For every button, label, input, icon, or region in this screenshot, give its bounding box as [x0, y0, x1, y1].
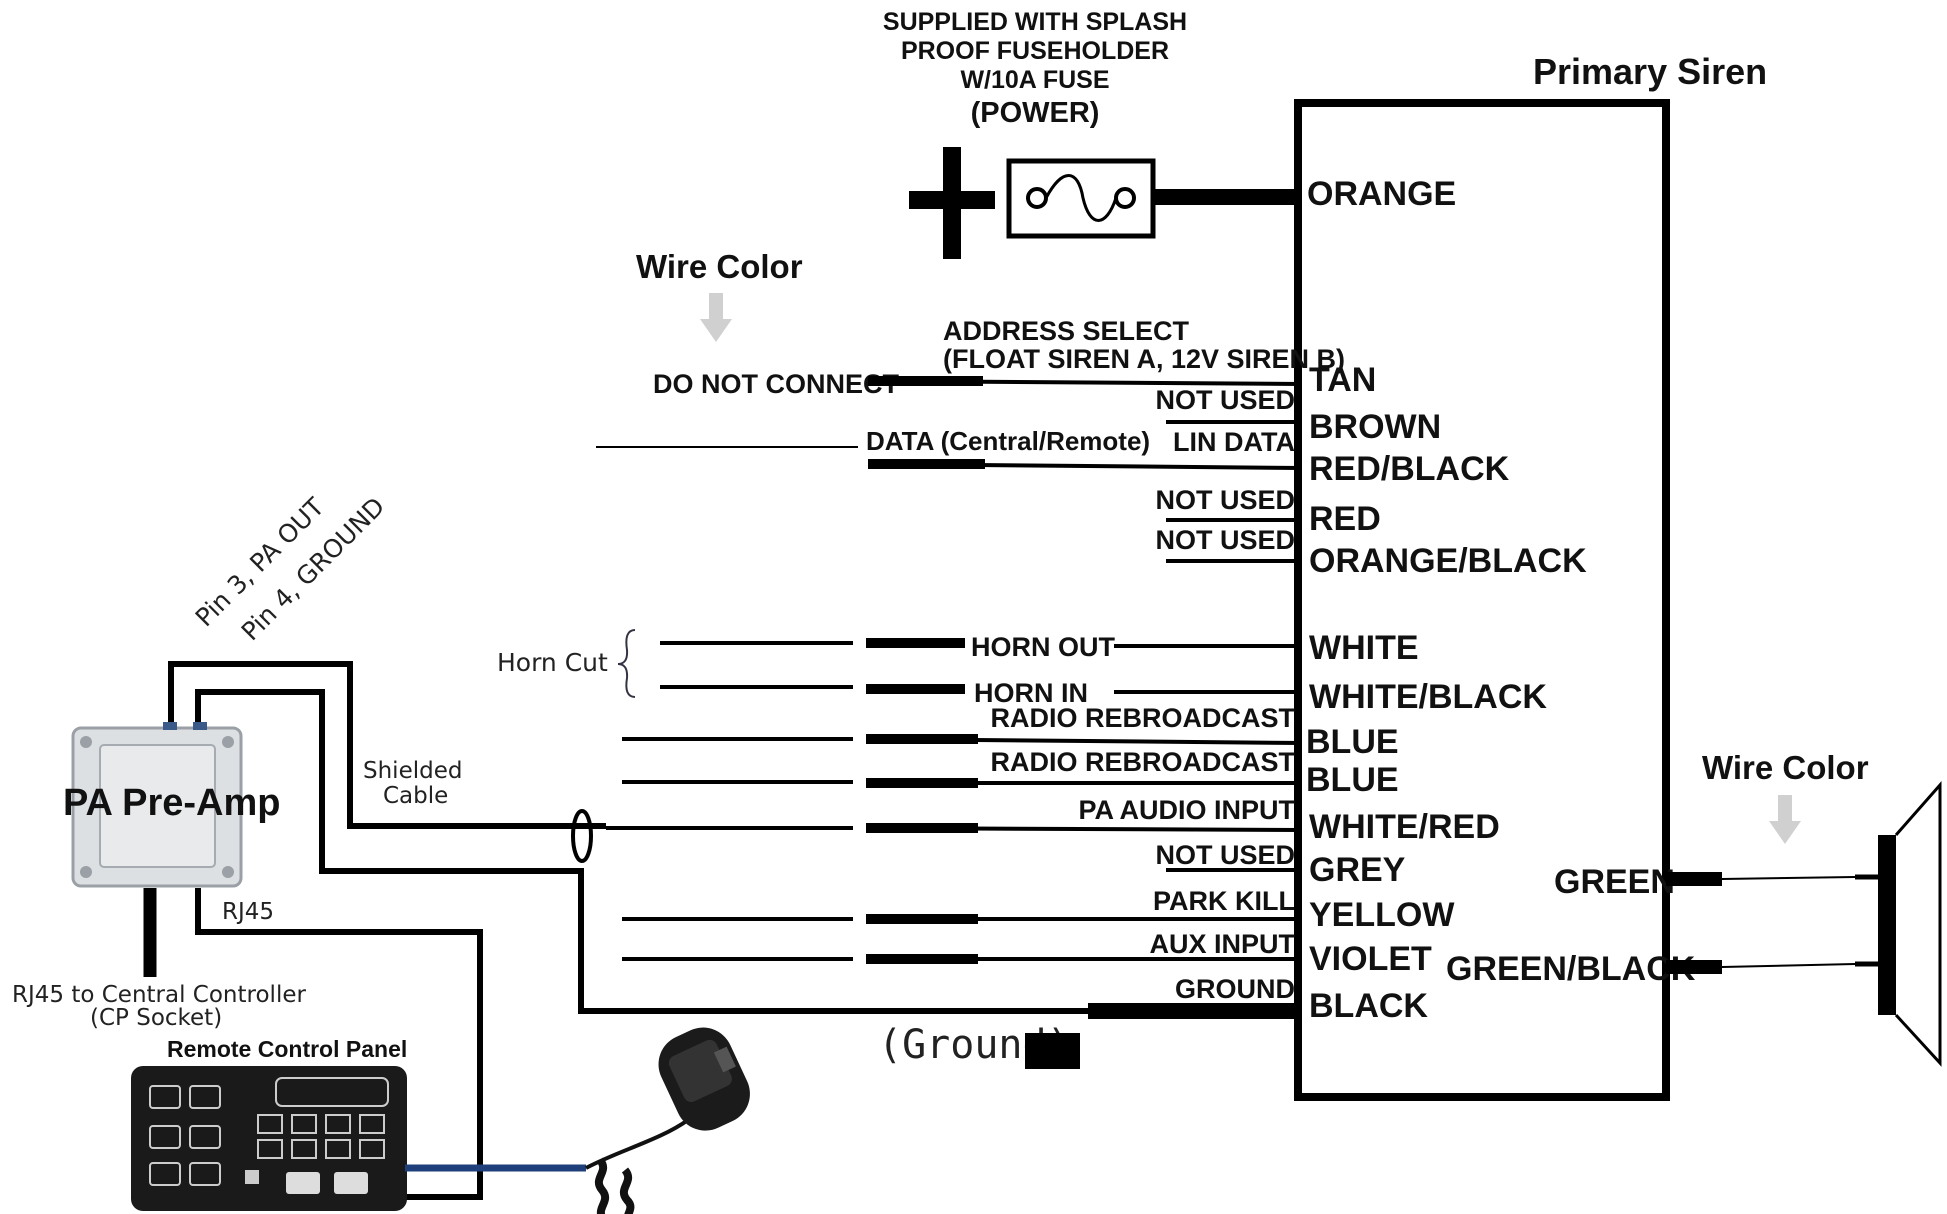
fuse-icon [1006, 158, 1156, 239]
function-grey: NOT USED [1155, 840, 1295, 870]
rj45-central-line1: RJ45 to Central Controller [12, 982, 306, 1008]
ground-block-icon [1025, 1033, 1080, 1069]
function-white-red: PA AUDIO INPUT [1078, 795, 1295, 825]
fuse-note-line3: W/10A FUSE [960, 66, 1109, 94]
shielded-cable-line1: Shielded [363, 758, 462, 784]
siren-wire-colors: ORANGE TAN BROWN RED/BLACK RED ORANGE/BL… [1306, 175, 1696, 1025]
positive-terminal-icon [909, 147, 995, 259]
fuse-note-line2: PROOF FUSEHOLDER [901, 37, 1169, 65]
address-select-line2: (FLOAT SIREN A, 12V SIREN B) [943, 344, 1345, 374]
do-not-connect-label: DO NOT CONNECT [653, 369, 900, 399]
siren-wire-functions: NOT USED LIN DATA NOT USED NOT USED RADI… [990, 385, 1295, 1004]
function-black: GROUND [1175, 974, 1295, 1004]
function-white: HORN OUT [971, 632, 1115, 662]
wire-color-green: GREEN [1554, 863, 1675, 901]
wire-color-brown: BROWN [1309, 408, 1441, 446]
wire-color-orange-black: ORANGE/BLACK [1309, 542, 1587, 580]
function-violet: AUX INPUT [1149, 929, 1295, 959]
shield-ring-icon [571, 809, 593, 863]
wire-color-grey: GREY [1309, 851, 1406, 889]
wire-color-red: RED [1309, 500, 1381, 538]
function-red-black: LIN DATA [1173, 427, 1295, 457]
wire-color-green-black: GREEN/BLACK [1446, 950, 1696, 988]
preamp-label: PA Pre-Amp [63, 782, 280, 824]
down-arrow-icon [700, 293, 732, 342]
function-blue-2: RADIO REBROADCAST [990, 747, 1295, 777]
power-wire [1153, 189, 1299, 205]
remote-panel-label: Remote Control Panel [167, 1036, 407, 1062]
horn-cut-brace [617, 629, 636, 698]
fuse-note-line1: SUPPLIED WITH SPLASH [883, 8, 1187, 36]
wire-color-white-red: WHITE/RED [1309, 808, 1500, 846]
speaker-down-arrow-icon [1769, 795, 1801, 844]
function-white-black: HORN IN [974, 678, 1088, 708]
wire-color-tan: TAN [1309, 361, 1376, 399]
fuse-note-line4: (POWER) [971, 97, 1100, 129]
function-blue-1: RADIO REBROADCAST [990, 703, 1295, 733]
rj45-label: RJ45 [222, 899, 274, 925]
function-orange-black: NOT USED [1155, 525, 1295, 555]
function-brown: NOT USED [1155, 385, 1295, 415]
data-label: DATA (Central/Remote) [866, 426, 1150, 456]
remote-control-panel [131, 1066, 407, 1211]
wire-color-label: Wire Color [636, 248, 803, 285]
wire-color-yellow: YELLOW [1309, 896, 1455, 934]
wire-color-black: BLACK [1309, 987, 1428, 1025]
preamp-module [71, 722, 243, 888]
wire-color-white-black: WHITE/BLACK [1309, 678, 1547, 716]
primary-siren-box [1294, 99, 1670, 1101]
wire-color-white: WHITE [1309, 629, 1419, 667]
wire-color-red-black: RED/BLACK [1309, 450, 1510, 488]
wire-color-blue-1: BLUE [1306, 723, 1399, 761]
microphone-icon [585, 1027, 750, 1214]
preamp-cables [143, 661, 1090, 1200]
shielded-cable-line2: Cable [383, 783, 448, 809]
speaker-wire-color-label: Wire Color [1702, 749, 1869, 786]
function-yellow: PARK KILL [1153, 886, 1295, 916]
speaker-icon [1878, 781, 1942, 1067]
speaker-wires [1666, 872, 1880, 974]
horn-cut-label: Horn Cut [497, 648, 608, 677]
function-red: NOT USED [1155, 485, 1295, 515]
wire-color-blue-2: BLUE [1306, 761, 1399, 799]
wires [596, 376, 1303, 1019]
wire-color-violet: VIOLET [1309, 940, 1432, 978]
rj45-central-line2: (CP Socket) [90, 1005, 222, 1031]
primary-siren-title: Primary Siren [1533, 51, 1767, 92]
wire-color-orange: ORANGE [1307, 175, 1456, 213]
address-select-line1: ADDRESS SELECT [943, 316, 1190, 346]
fuse-note: SUPPLIED WITH SPLASH PROOF FUSEHOLDER W/… [883, 8, 1187, 129]
